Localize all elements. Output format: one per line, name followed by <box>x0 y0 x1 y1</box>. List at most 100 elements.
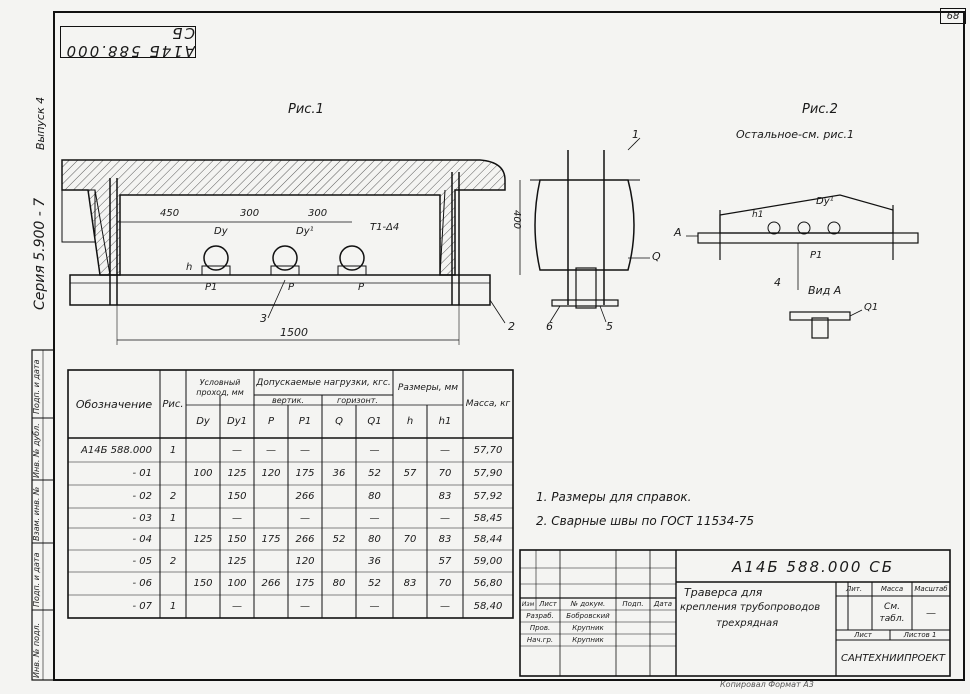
table-cell: 58,44 <box>473 533 503 545</box>
th-designation: Обозначение <box>75 397 153 411</box>
table-cell: 70 <box>438 468 452 479</box>
tb-lit-label: Лит. <box>845 585 863 593</box>
table-cell: — <box>440 444 450 456</box>
table-cell: 80 <box>368 533 381 545</box>
fig1-p-1: P1 <box>205 282 218 293</box>
tb-role-2: Пров. <box>529 624 551 632</box>
dim-450: 450 <box>160 208 180 219</box>
table-cell: 1 <box>169 512 177 524</box>
table-cell: - 02 <box>132 491 152 502</box>
tb-company: САНТЕХНИИПРОЕКТ <box>840 652 946 664</box>
table-cell: - 03 <box>132 512 152 524</box>
fig2-subtitle: Остальное-см. рис.1 <box>736 128 855 141</box>
table-cell: 120 <box>261 468 281 479</box>
fig1-title: Рис.1 <box>288 102 324 117</box>
table-cell: 83 <box>438 533 452 545</box>
table-cell: 125 <box>227 555 247 567</box>
page-number: 68 <box>940 8 966 24</box>
tb-role-1: Разраб. <box>526 612 554 620</box>
view-a-title: Вид А <box>808 284 842 297</box>
fig2-h1: h1 <box>752 210 764 220</box>
table-cell: — <box>440 512 450 524</box>
fig1-h: h <box>186 262 193 273</box>
tb-sheet-label: Лист <box>854 631 872 639</box>
tb-name-1: Траверса для <box>684 586 763 599</box>
footer-note: Копировал Формат А3 <box>720 680 814 689</box>
fig2-p1: P1 <box>810 250 823 261</box>
table-cell: 1 <box>169 444 177 456</box>
fig1-p-2: P <box>288 282 295 293</box>
tb-scale-value: — <box>926 607 936 619</box>
table-cell: 83 <box>403 578 417 589</box>
dim-1500: 1500 <box>280 326 308 339</box>
table-cell: - 04 <box>132 533 152 545</box>
th-sub-p: P <box>267 416 275 427</box>
table-cell: 58,40 <box>473 601 503 612</box>
th-sub-dy: Dy <box>196 416 210 427</box>
th-mass: Масса, кг <box>465 398 511 409</box>
table-cell: - 01 <box>132 468 152 479</box>
th-sub-p1: P1 <box>298 416 312 427</box>
table-cell: — <box>440 601 450 612</box>
table-cell: 52 <box>332 533 346 545</box>
th-loads: Допускаемые нагрузки, кгс. <box>256 377 391 388</box>
table-cell: 52 <box>368 468 381 479</box>
table-cell: — <box>232 444 242 456</box>
table-cell: — <box>300 444 310 456</box>
fig1-dy1: Dy¹ <box>296 226 314 237</box>
tb-col-sign: Подп. <box>622 600 644 608</box>
fig2-title: Рис.2 <box>802 102 838 117</box>
table-cell: - 07 <box>132 601 152 612</box>
callout-1: 1 <box>632 128 639 141</box>
tb-role-3: Нач.гр. <box>526 636 554 644</box>
fig2-callout-4: 4 <box>774 276 781 289</box>
table-cell: 2 <box>169 555 177 567</box>
view-a-q1: Q1 <box>864 302 879 313</box>
note-1: 1. Размеры для справок. <box>536 490 692 504</box>
table-cell: 125 <box>193 533 213 545</box>
th-fig: Рис. <box>162 398 184 410</box>
tb-col-date: Дата <box>653 600 673 608</box>
table-cell: 266 <box>261 578 281 589</box>
th-horiz: горизонт. <box>337 395 378 405</box>
callout-3: 3 <box>260 312 267 325</box>
table-cell: 80 <box>332 578 346 589</box>
side-callout-6: 6 <box>546 320 553 333</box>
table-cell: — <box>369 512 380 524</box>
table-cell: 70 <box>403 533 417 545</box>
th-sub-h1: h1 <box>438 416 452 427</box>
table-cell: 36 <box>368 555 381 567</box>
tb-code: А14Б 588.000 СБ <box>732 558 894 576</box>
table-cell: А14Б 588.000 <box>81 444 152 456</box>
table-cell: 80 <box>368 491 381 502</box>
table-cell: 266 <box>295 491 315 502</box>
tb-col-list: Лист <box>539 600 557 608</box>
side-callout-5: 5 <box>606 320 613 333</box>
table-cell: 150 <box>193 578 213 589</box>
tb-mass-label: Масса <box>880 585 904 593</box>
table-cell: — <box>300 601 310 612</box>
tb-col-doc: № докум. <box>570 600 606 608</box>
tb-person-3: Крупник <box>572 636 604 644</box>
fig1-dy: Dy <box>214 226 228 237</box>
tb-person-2: Крупник <box>572 624 604 632</box>
table-cell: 57,90 <box>473 468 503 479</box>
fig2-dy: Dy¹ <box>816 196 834 207</box>
table-cell: — <box>369 444 380 456</box>
th-sub-q1: Q1 <box>367 416 382 427</box>
th-sub-q: Q <box>335 416 343 427</box>
table-cell: 52 <box>368 578 381 589</box>
table-cell: - 06 <box>132 578 152 589</box>
table-cell: 175 <box>295 578 315 589</box>
table-cell: 175 <box>261 533 281 545</box>
table-cell: — <box>369 601 380 612</box>
tb-name-3: трехрядная <box>716 618 779 629</box>
table-cell: — <box>266 444 276 456</box>
table-cell: 57 <box>438 555 452 567</box>
dim-300-b: 300 <box>308 208 328 219</box>
dim-300-a: 300 <box>240 208 260 219</box>
